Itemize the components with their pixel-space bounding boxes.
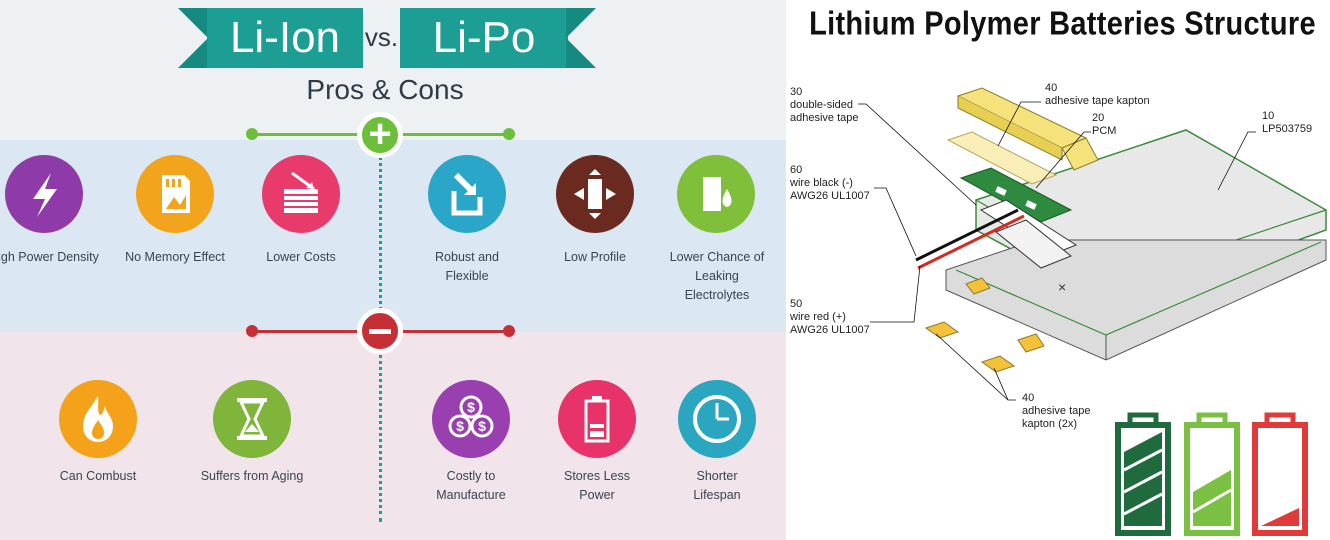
- con-label: Suffers from Aging: [200, 469, 304, 483]
- con-label: Costly to Manufacture: [436, 469, 506, 502]
- cons-divider-end: [246, 325, 258, 337]
- structure-title: Lithium Polymer Batteries Structure: [809, 5, 1316, 43]
- battery-full-icon: [1115, 412, 1171, 536]
- callout-kapton-tape: 40 adhesive tape kapton: [1045, 82, 1185, 108]
- hourglass-icon: [213, 380, 291, 458]
- callout-text: wire red (+) AWG26 UL1007: [790, 311, 870, 336]
- callout-number: 40: [1045, 82, 1058, 94]
- battery-structure-diagram: ×: [858, 87, 1327, 401]
- droplet-icon: [677, 155, 755, 233]
- banner-ribbon-left: [178, 8, 208, 68]
- subtitle: Pros & Cons: [306, 74, 464, 105]
- svg-text:×: ×: [1058, 279, 1066, 295]
- callout-number: 60: [790, 164, 803, 176]
- plus-icon: +: [357, 112, 403, 158]
- callout-text: double-sided adhesive tape: [790, 99, 859, 124]
- pro-label: Lower Costs: [266, 250, 336, 264]
- lightning-bolt-icon: [5, 155, 83, 233]
- callout-text: LP503759: [1262, 123, 1313, 135]
- callout-double-sided-tape: 30 double-sided adhesive tape: [790, 86, 880, 125]
- flexible-arrow-icon: [428, 155, 506, 233]
- con-label: Can Combust: [59, 469, 137, 483]
- pro-label: Robust and Flexible: [435, 250, 499, 283]
- low-battery-icon: [558, 380, 636, 458]
- battery-low-icon: [1252, 412, 1308, 536]
- compress-arrows-icon: [556, 155, 634, 233]
- con-label: Shorter Lifespan: [693, 469, 741, 502]
- callout-kapton-pieces: 40 adhesive tape kapton (2x): [1022, 392, 1102, 431]
- pros-cons-infographic: Li-Ion vs. Li-Po Pros & Cons + High Powe…: [0, 0, 786, 540]
- callout-number: 30: [790, 86, 803, 98]
- callout-cell-model: 10 LP503759: [1262, 110, 1328, 136]
- callout-number: 40: [1022, 392, 1035, 404]
- callout-black-wire: 60 wire black (-) AWG26 UL1007: [790, 164, 880, 203]
- svg-text:$: $: [467, 399, 475, 415]
- pro-label: Low Profile: [564, 250, 626, 264]
- minus-icon: [357, 308, 403, 354]
- callout-text: PCM: [1092, 125, 1117, 137]
- svg-text:$: $: [478, 418, 486, 434]
- title-li-ion: Li-Ion: [207, 8, 363, 68]
- callout-number: 20: [1092, 112, 1105, 124]
- callout-red-wire: 50 wire red (+) AWG26 UL1007: [790, 298, 880, 337]
- callout-pcm: 20 PCM: [1092, 112, 1152, 138]
- memory-card-icon: [136, 155, 214, 233]
- pro-label: High Power Density: [0, 250, 99, 264]
- dollar-coins-icon: $$$: [432, 380, 510, 458]
- battery-tray: [945, 239, 1327, 361]
- pros-divider-end: [503, 128, 515, 140]
- pros-divider-end: [246, 128, 258, 140]
- title-vs: vs.: [364, 22, 399, 52]
- flame-icon: [59, 380, 137, 458]
- clock-icon: [678, 380, 756, 458]
- callout-number: 50: [790, 298, 803, 310]
- callout-number: 10: [1262, 110, 1275, 122]
- banner-ribbon-right: [566, 8, 596, 68]
- callout-text: adhesive tape kapton (2x): [1022, 405, 1091, 430]
- pro-label: Lower Chance of Leaking Electrolytes: [669, 250, 765, 302]
- battery-half-icon: [1184, 412, 1240, 536]
- callout-text: wire black (-) AWG26 UL1007: [790, 177, 870, 202]
- pro-label: No Memory Effect: [125, 250, 225, 264]
- callout-text: adhesive tape kapton: [1045, 95, 1150, 107]
- falling-chart-icon: [262, 155, 340, 233]
- svg-text:$: $: [456, 418, 464, 434]
- title-li-po: Li-Po: [400, 8, 568, 68]
- con-label: Stores Less Power: [563, 469, 630, 502]
- pros-band: [0, 140, 786, 332]
- cons-divider-end: [503, 325, 515, 337]
